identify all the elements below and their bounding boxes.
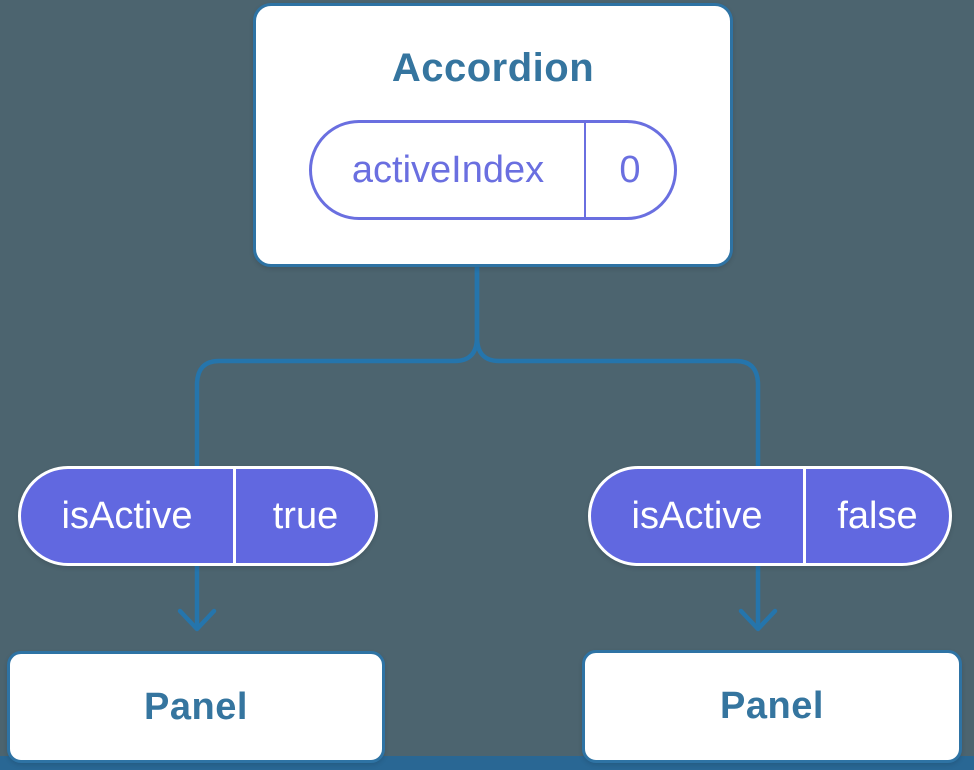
state-pill-value: 0	[584, 123, 674, 217]
panel-node: Panel	[7, 651, 385, 763]
panel-node-title: Panel	[720, 685, 824, 727]
accordion-node: Accordion activeIndex 0	[253, 3, 733, 267]
connector-right-branch	[474, 249, 761, 627]
prop-pill: isActive false	[588, 466, 952, 566]
panel-node: Panel	[582, 650, 962, 763]
arrow-down-icon	[738, 608, 778, 632]
prop-pill-value: true	[233, 469, 375, 563]
prop-pill-label: isActive	[631, 494, 763, 537]
prop-pill: isActive true	[18, 466, 378, 566]
arrow-down-icon	[177, 608, 217, 632]
prop-pill-value: false	[803, 469, 949, 563]
panel-node-title: Panel	[144, 685, 248, 728]
connector-left-branch	[194, 249, 480, 627]
state-pill: activeIndex 0	[309, 120, 677, 220]
state-pill-label: activeIndex	[351, 148, 545, 191]
accordion-node-title: Accordion	[391, 46, 595, 90]
prop-pill-label: isActive	[61, 494, 193, 537]
